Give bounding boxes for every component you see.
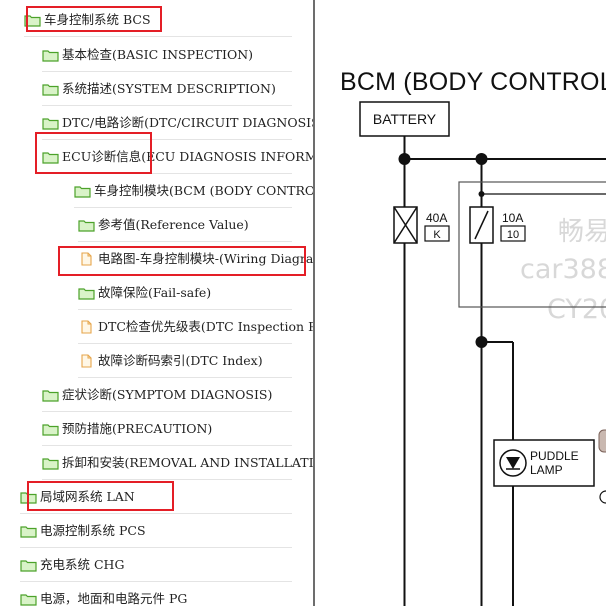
folder-icon	[42, 456, 59, 470]
tree-item-label: 基本检查(BASIC INSPECTION)	[62, 47, 254, 62]
tree-item-page[interactable]: DTC检查优先级表(DTC Inspection Priority Chart)	[78, 315, 314, 339]
tree-row-separator	[20, 581, 292, 582]
tree-row-separator	[42, 105, 292, 106]
folder-icon	[24, 13, 41, 27]
folder-icon	[20, 524, 37, 538]
diagram-title: BCM (BODY CONTROL MODULE)	[340, 68, 606, 96]
junction-dot	[475, 336, 488, 348]
tree-item-folder[interactable]: DTC/电路诊断(DTC/CIRCUIT DIAGNOSIS)	[42, 111, 314, 135]
fuse-10a-code: 10	[507, 229, 519, 241]
folder-icon	[42, 82, 59, 96]
tree-item-folder[interactable]: 车身控制模块(BCM (BODY CONTROL MODULE))	[74, 179, 314, 203]
folder-icon	[74, 184, 91, 198]
tree-row-separator	[24, 36, 292, 37]
tree-item-folder[interactable]: 充电系统 CHG	[20, 553, 124, 577]
tree-item-label: 车身控制系统 BCS	[44, 12, 151, 27]
tree-item-folder[interactable]: 系统描述(SYSTEM DESCRIPTION)	[42, 77, 276, 101]
watermark-line-2: car388	[520, 254, 606, 285]
tree-row-separator	[42, 71, 292, 72]
tree-item-label: 参考值(Reference Value)	[98, 217, 249, 232]
tree-item-label: 预防措施(PRECAUTION)	[62, 421, 213, 436]
tree-item-label: 充电系统 CHG	[40, 557, 125, 572]
tree-item-folder[interactable]: 预防措施(PRECAUTION)	[42, 417, 212, 441]
tree-item-folder[interactable]: 基本检查(BASIC INSPECTION)	[42, 43, 253, 67]
tree-item-folder[interactable]: 故障保险(Fail-safe)	[78, 281, 211, 305]
wiring-diagram-panel: BCM (BODY CONTROL MODULE) 畅易 car388 CY20…	[315, 0, 606, 606]
tree-row-separator	[78, 275, 292, 276]
watermark-line-3: CY20	[547, 294, 606, 325]
tree-row-separator	[42, 139, 292, 140]
tree-row-separator	[20, 547, 292, 548]
tree-item-label: ECU诊断信息(ECU DIAGNOSIS INFORMATION)	[62, 149, 314, 164]
tree-item-folder[interactable]: 电源控制系统 PCS	[20, 519, 146, 543]
fuse-10a-rating: 10A	[502, 211, 523, 225]
tree-item-label: DTC/电路诊断(DTC/CIRCUIT DIAGNOSIS)	[62, 115, 314, 130]
fuse-40a-rating: 40A	[426, 211, 447, 225]
fuse-40a-code: K	[433, 229, 441, 241]
tree-row-separator	[42, 411, 292, 412]
folder-icon	[20, 490, 37, 504]
tree-item-page[interactable]: 电路图-车身控制模块-(Wiring Diagram)	[78, 247, 314, 271]
folder-icon	[78, 286, 95, 300]
tree-item-label: 电源，地面和电路元件 PG	[40, 591, 188, 606]
tree-item-label: 系统描述(SYSTEM DESCRIPTION)	[62, 81, 276, 96]
tree-row-separator	[20, 513, 292, 514]
battery-label: BATTERY	[373, 111, 437, 127]
tree-item-folder[interactable]: ECU诊断信息(ECU DIAGNOSIS INFORMATION)	[42, 145, 314, 169]
fuse-10a-code-box	[500, 225, 526, 242]
tree-row-separator	[42, 173, 292, 174]
folder-icon	[20, 592, 37, 606]
tree-item-folder[interactable]: 拆卸和安装(REMOVAL AND INSTALLATION)	[42, 451, 314, 475]
tree-item-folder[interactable]: 症状诊断(SYMPTOM DIAGNOSIS)	[42, 383, 272, 407]
tree-row-separator	[42, 479, 292, 480]
tree-row-separator	[78, 343, 292, 344]
tree-item-label: 拆卸和安装(REMOVAL AND INSTALLATION)	[62, 455, 314, 470]
page-icon	[78, 354, 95, 368]
folder-icon	[42, 388, 59, 402]
watermark: 畅易 car388 CY20	[520, 217, 606, 325]
folder-icon	[20, 558, 37, 572]
fuse-block-frame	[458, 181, 606, 308]
tree-row-separator	[78, 309, 292, 310]
junction-dot	[398, 153, 411, 165]
folder-icon	[42, 422, 59, 436]
tree-item-label: 车身控制模块(BCM (BODY CONTROL MODULE))	[94, 183, 314, 198]
tree-item-label: 故障保险(Fail-safe)	[98, 285, 212, 300]
page-icon	[78, 320, 95, 334]
toc-tree-panel: 车身控制系统 BCS 基本检查(BASIC INSPECTION) 系统描述(SYS…	[20, 6, 314, 606]
page-icon	[78, 252, 95, 266]
tree-item-label: 症状诊断(SYMPTOM DIAGNOSIS)	[62, 387, 273, 402]
junction-dot	[475, 153, 488, 165]
tree-row-separator	[42, 445, 292, 446]
wiring-diagram: 畅易 car388 CY20 BATTERY 40A K 10	[359, 101, 606, 606]
battery-box	[359, 101, 450, 137]
tree-item-folder[interactable]: 局域网系统 LAN	[20, 485, 135, 509]
puddle-lamp-label-2: LAMP	[530, 463, 563, 477]
puddle-lamp-label-1: PUDDLE	[530, 449, 579, 463]
fuse-40a-code-box	[424, 225, 450, 242]
folder-icon	[78, 218, 95, 232]
tree-item-label: DTC检查优先级表(DTC Inspection Priority Chart)	[98, 319, 314, 334]
watermark-line-1: 畅易	[558, 217, 606, 247]
folder-icon	[42, 116, 59, 130]
tree-item-label: 故障诊断码索引(DTC Index)	[98, 353, 263, 368]
tree-item-folder[interactable]: 电源，地面和电路元件 PG	[20, 587, 187, 606]
tree-row-separator	[78, 377, 292, 378]
tree-item-folder[interactable]: 车身控制系统 BCS	[24, 8, 151, 32]
folder-icon	[42, 150, 59, 164]
tree-item-label: 电源控制系统 PCS	[40, 523, 146, 538]
tree-row-separator	[78, 241, 292, 242]
tree-item-label: 局域网系统 LAN	[40, 489, 135, 504]
tree-item-label: 电路图-车身控制模块-(Wiring Diagram)	[98, 251, 314, 266]
tree-item-page[interactable]: 故障诊断码索引(DTC Index)	[78, 349, 263, 373]
panel-divider[interactable]	[313, 0, 315, 606]
tree-row-separator	[74, 207, 292, 208]
folder-icon	[42, 48, 59, 62]
tree-item-folder[interactable]: 参考值(Reference Value)	[78, 213, 249, 237]
